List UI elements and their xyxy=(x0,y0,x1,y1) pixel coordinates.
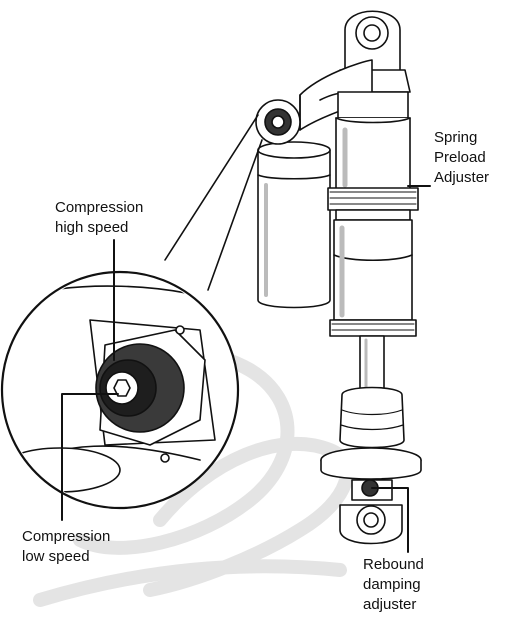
compression-low-speed-line-2: low speed xyxy=(22,548,90,565)
compression-low-speed-line-1: Compression xyxy=(22,528,111,545)
compression-high-speed-label: Compression high speed xyxy=(55,198,143,238)
magnified-view xyxy=(0,270,240,510)
preload-ring xyxy=(327,187,419,221)
zoom-callout-lines xyxy=(164,114,263,291)
compression-high-speed-line-1: Compression xyxy=(55,199,144,216)
spring-preload-adjuster-label: Spring Preload Adjuster xyxy=(434,128,489,188)
compression-low-speed-label: Compression low speed xyxy=(22,527,110,567)
rebound-damping-line-1: Rebound xyxy=(363,556,424,573)
piston-shaft xyxy=(359,335,385,393)
compression-adjuster-small xyxy=(255,99,301,145)
rebound-damping-line-3: adjuster xyxy=(363,596,417,613)
rebound-damping-adjuster-label: Rebound damping adjuster xyxy=(363,555,424,615)
reservoir xyxy=(257,141,331,309)
bottom-eyelet xyxy=(339,479,403,545)
rebound-damping-line-2: damping xyxy=(363,576,421,593)
main-body-upper xyxy=(335,91,411,191)
spring-preload-line-2: Preload xyxy=(434,149,486,166)
lower-spring-seat xyxy=(320,447,422,480)
spring-preload-line-3: Adjuster xyxy=(434,169,490,186)
leader-lines xyxy=(61,185,431,553)
compression-high-speed-line-2: high speed xyxy=(55,219,129,236)
bump-stop xyxy=(339,386,405,449)
spring-preload-line-1: Spring xyxy=(434,129,478,146)
main-body-lower xyxy=(329,219,417,337)
